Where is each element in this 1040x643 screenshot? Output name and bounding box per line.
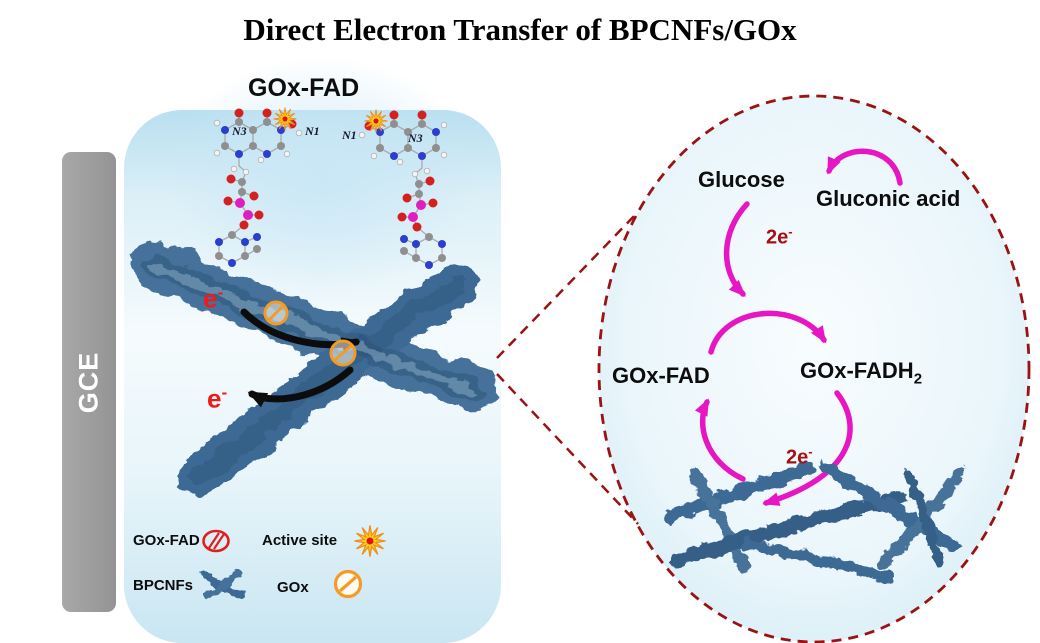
atom-label-n3-left: N3 [232, 124, 247, 138]
glucose-label: Glucose [698, 167, 785, 192]
gox-fad-heading: GOx-FAD [248, 74, 360, 102]
fiber-cross-icon [200, 568, 246, 600]
legend-bpcnfs-label: BPCNFs [133, 577, 194, 594]
electron-label-bottom: e- [207, 383, 228, 414]
gox-fadh2-label: GOx-FADH2 [800, 358, 923, 388]
legend-active-site-label: Active site [262, 532, 338, 549]
gce-electrode: GCE [62, 152, 116, 612]
legend-gox-label: GOx [277, 579, 309, 596]
two-electron-top: 2e- [766, 224, 793, 249]
gce-label: GCE [73, 351, 104, 413]
legend-gox-fad-label: GOx-FAD [133, 532, 200, 549]
bpcnf-network [663, 461, 966, 583]
atom-label-n1-right: N1 [342, 128, 357, 142]
two-electron-bottom: 2e- [786, 444, 813, 469]
gluconic-acid-label: Gluconic acid [816, 186, 961, 211]
gox-fad-label: GOx-FAD [612, 363, 710, 388]
atom-label-n1-left: N1 [305, 124, 320, 138]
orange-no-symbol-icon [333, 569, 363, 599]
starburst-icon [353, 524, 387, 558]
atom-label-n3-right: N3 [408, 131, 423, 145]
electron-label-top: e- [203, 283, 224, 314]
figure-title: Direct Electron Transfer of BPCNFs/GOx [243, 12, 797, 47]
red-no-symbol-icon [202, 529, 230, 553]
